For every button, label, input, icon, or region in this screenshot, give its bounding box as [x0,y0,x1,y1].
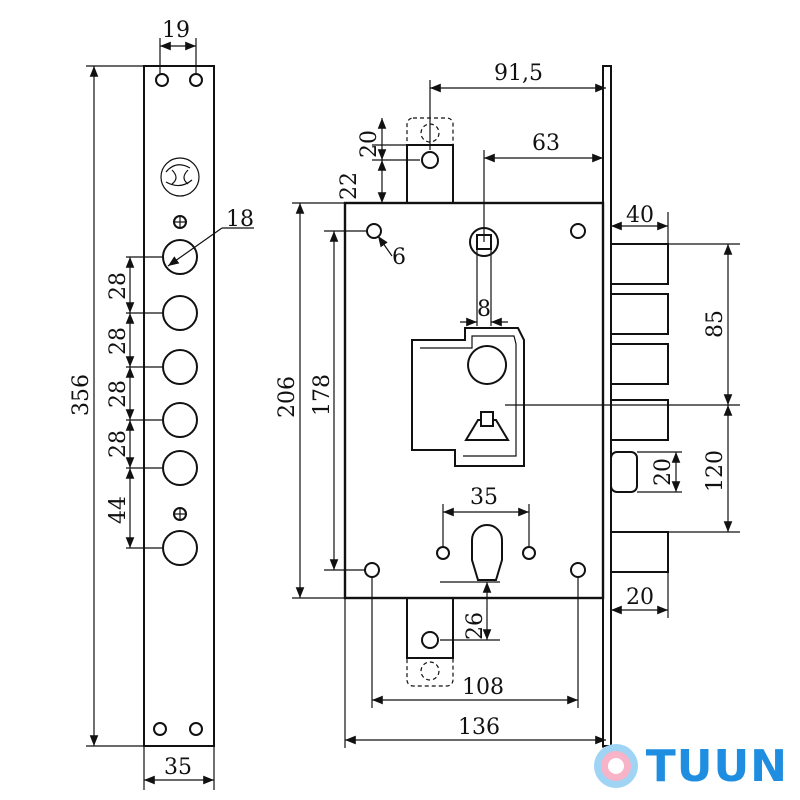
lock-dimensions: 91,5 63 20 22 40 6 8 85 120 [275,61,740,748]
dim-cylinder-spacing: 35 [470,485,498,510]
faceplate-bolt-hole-3 [162,349,198,385]
brand-logo-text: TUUN [645,740,788,792]
faceplate-bolt-hole-5 [162,450,198,486]
faceplate-screw-upper-icon [173,215,187,229]
dim-bolt-spacing-3: 28 [106,380,131,408]
bolt-4 [610,399,669,441]
faceplate-bottom-hole-left [153,722,167,736]
keyhole-icon [464,345,510,441]
dim-bolt-spacing-2: 28 [106,327,131,355]
bolt-5 [610,531,669,573]
bolt-3 [610,343,669,385]
dim-bottom-hole-spacing: 108 [462,675,504,700]
dim-tab-upper-b: 20 [357,130,382,158]
upper-tab-hole [421,151,439,169]
dim-case-offset: 20 [626,585,654,610]
bolt-2 [610,293,669,335]
dim-bolt-spacing-4: 28 [106,430,131,458]
dim-bolt-throw: 40 [626,203,654,228]
latch [610,451,638,493]
faceplate-bolt-hole-2 [162,295,198,331]
faceplate-top-hole-left [155,73,169,87]
brand-emblem-icon [160,157,200,197]
dim-hole-diameter: 6 [392,245,406,270]
dim-bolt-span-lower: 120 [703,450,728,492]
dim-bolt-spacing-5: 44 [106,496,131,524]
dim-backset-top: 91,5 [494,61,543,86]
brand-logo: TUUN [590,740,788,792]
brand-logo-icon [593,744,638,788]
faceplate-screw-lower-icon [173,507,187,521]
lock-body [343,65,669,747]
cylinder-screw-left [436,546,450,560]
dim-faceplate-height: 356 [69,374,94,416]
dim-latch-size: 20 [651,458,676,486]
faceplate [143,65,215,747]
faceplate-bottom-hole-right [189,722,203,736]
bolt-1 [610,243,669,285]
forend-plate [602,65,612,747]
cylinder-screw-right [522,546,536,560]
dim-faceplate-pitch: 19 [162,18,190,43]
dim-mount-hole-spacing: 178 [310,374,335,416]
lower-tab-hole [421,631,439,649]
faceplate-top-hole-right [189,73,203,87]
mount-hole-top-right [570,223,586,239]
dim-spindle-square: 8 [477,297,491,322]
dim-case-height: 206 [275,376,300,418]
dim-tab-lower: 26 [463,612,488,640]
faceplate-dimensions: 19 356 35 18 28 28 28 28 44 [69,18,254,790]
dim-faceplate-width: 35 [164,755,192,780]
keyhole-plate [411,327,525,467]
faceplate-bolt-hole-6 [162,530,198,566]
dim-bolt-span-upper: 85 [703,310,728,338]
dim-case-width: 136 [458,715,500,740]
dim-faceplate-bolt-diameter: 18 [226,207,254,232]
mount-hole-bottom-right [570,562,586,578]
dim-bolt-spacing-1: 28 [106,272,131,300]
dim-tab-upper-a: 22 [337,172,362,200]
mount-hole-bottom-left [364,562,380,578]
dim-spindle-backset: 63 [532,131,560,156]
mount-hole-top-left [366,223,382,239]
euro-cylinder-cutout [471,524,503,581]
faceplate-bolt-hole-4 [162,402,198,438]
